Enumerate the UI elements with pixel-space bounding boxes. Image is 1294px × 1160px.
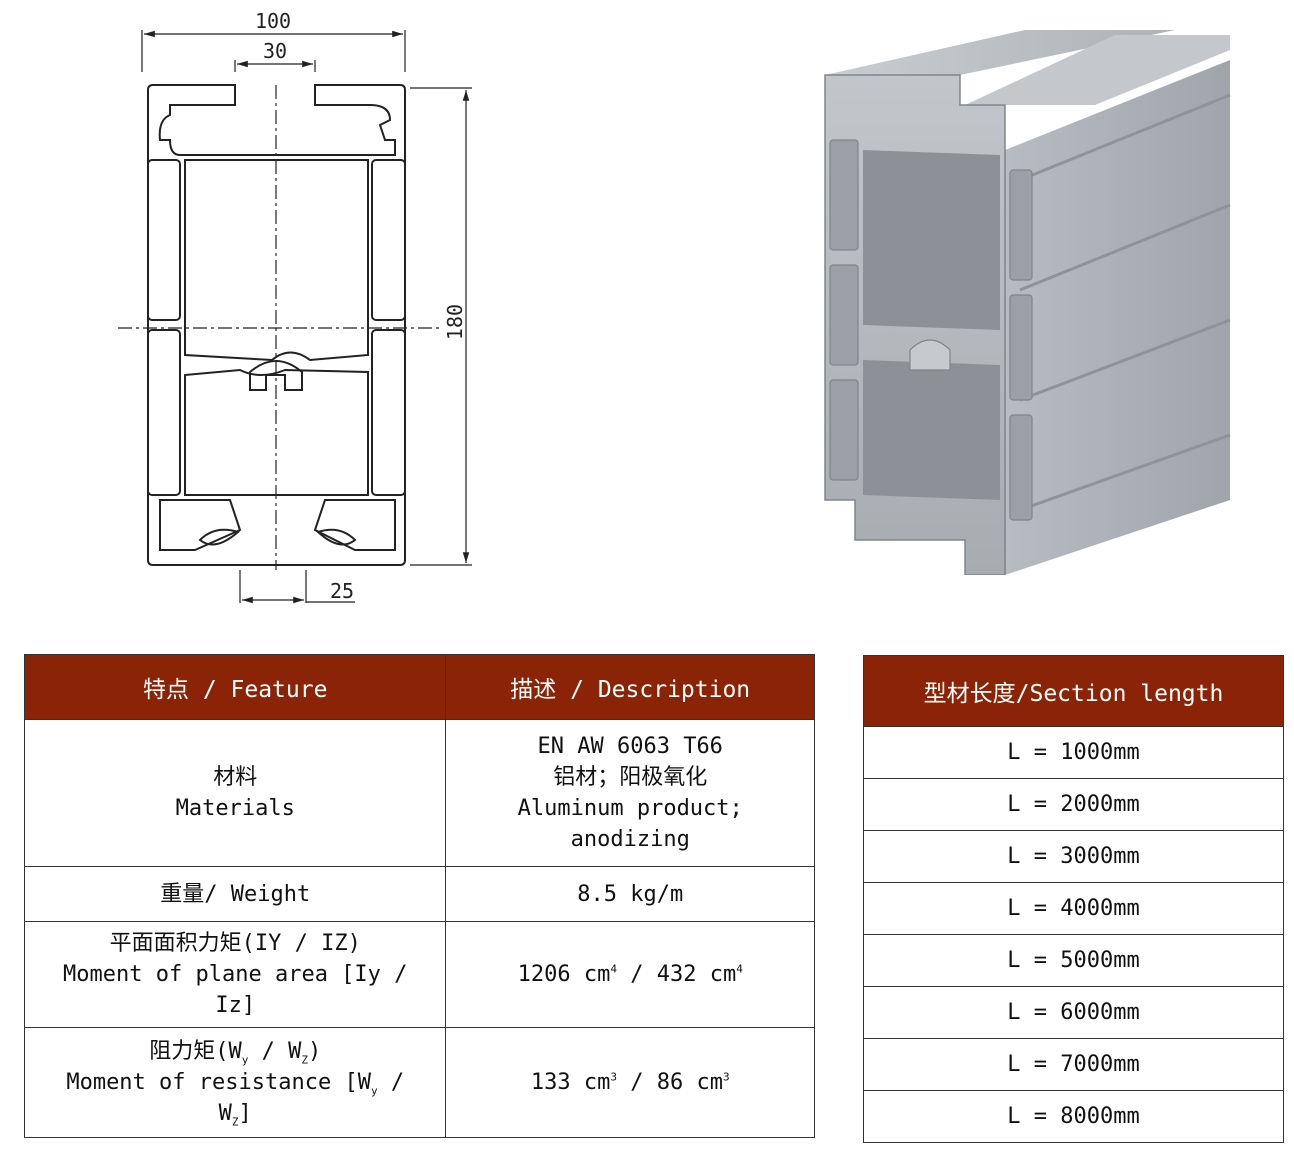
table-row: L = 7000mm (863, 1038, 1284, 1091)
table-row: 阻力矩(Wy / WZ) Moment of resistance [Wy / … (23, 1027, 815, 1138)
unit: cm (583, 962, 611, 987)
table-row: 重量/ Weight 8.5 kg/m (23, 866, 815, 922)
length-cell: L = 5000mm (863, 934, 1284, 987)
table-row: 平面面积力矩(IY / IZ) Moment of plane area [Iy… (23, 921, 815, 1028)
dim-overall-width: 100 (255, 9, 291, 33)
description-text: Aluminum product; (517, 796, 743, 821)
feature-header: 特点 / Feature (23, 654, 447, 720)
description-cell: EN AW 6063 T66 铝材；阳极氧化 Aluminum product;… (445, 719, 815, 867)
dim-height: 180 (443, 304, 467, 340)
y-subscript: y (241, 1053, 249, 1067)
table-row: L = 3000mm (863, 830, 1284, 883)
unit: cm (709, 962, 737, 987)
y-subscript: y (370, 1084, 378, 1098)
spec-table: 特点 / Feature 描述 / Description 材料 Materia… (23, 654, 815, 1138)
z-subscript: Z (231, 1115, 239, 1129)
description-cell: 8.5 kg/m (445, 866, 815, 922)
section-length-header: 型材长度/Section length (863, 655, 1284, 727)
length-cell: L = 4000mm (863, 882, 1284, 935)
feature-cell: 材料 Materials (23, 719, 447, 867)
iy-value: 1206 (517, 962, 571, 987)
profile-cross-section-drawing: 100 30 180 25 (118, 9, 472, 604)
table-row: L = 4000mm (863, 882, 1284, 935)
feature-text: Moment of plane area [Iy / (63, 962, 408, 987)
wy-value: 133 (530, 1070, 571, 1095)
feature-en-text: Moment of resistance (66, 1070, 332, 1095)
unit-exponent: 3 (722, 1070, 730, 1084)
w-symbol: W (218, 1101, 232, 1126)
dim-bottom-offset: 25 (330, 579, 354, 603)
unit: cm (583, 1070, 611, 1095)
table-row: L = 5000mm (863, 934, 1284, 987)
dim-slot-width: 30 (263, 39, 287, 63)
section-length-table: 型材长度/Section length L = 1000mm L = 2000m… (863, 655, 1284, 1143)
feature-text: Iz] (215, 993, 256, 1018)
description-cell: 1206 cm4 / 432 cm4 (445, 921, 815, 1028)
length-cell: L = 6000mm (863, 986, 1284, 1039)
feature-text: 平面面积力矩(IY / IZ) (109, 931, 361, 956)
description-text: EN AW 6063 T66 (537, 734, 723, 759)
feature-cell: 重量/ Weight (23, 866, 447, 922)
profile-3d-render (824, 30, 1231, 575)
length-table-header: 型材长度/Section length (863, 655, 1284, 727)
table-row: L = 8000mm (863, 1090, 1284, 1143)
length-cell: L = 8000mm (863, 1090, 1284, 1143)
feature-text: 重量/ Weight (160, 881, 311, 907)
w-symbol: W (228, 1039, 242, 1064)
spec-table-header: 特点 / Feature 描述 / Description (23, 654, 815, 720)
length-cell: L = 3000mm (863, 830, 1284, 883)
length-cell: L = 7000mm (863, 1038, 1284, 1091)
table-row: L = 6000mm (863, 986, 1284, 1039)
unit: cm (696, 1070, 723, 1095)
unit-exponent: 4 (736, 962, 743, 976)
feature-cell: 平面面积力矩(IY / IZ) Moment of plane area [Iy… (23, 921, 447, 1028)
table-row: 材料 Materials EN AW 6063 T66 铝材；阳极氧化 Alum… (23, 719, 815, 867)
unit-exponent: 3 (610, 1070, 617, 1084)
description-text: 8.5 kg/m (577, 881, 684, 907)
description-cell: 133 cm3 / 86 cm3 (445, 1027, 815, 1138)
w-symbol: W (357, 1070, 371, 1095)
length-cell: L = 2000mm (863, 778, 1284, 831)
feature-text: Materials (175, 796, 295, 821)
wz-value: 86 (656, 1070, 684, 1095)
unit-exponent: 4 (610, 962, 617, 976)
description-header: 描述 / Description (445, 654, 815, 720)
iz-value: 432 (656, 962, 697, 987)
feature-cn-text: 阻力矩 (149, 1039, 216, 1064)
table-row: L = 1000mm (863, 726, 1284, 779)
feature-text: 材料 (213, 765, 258, 790)
table-row: L = 2000mm (863, 778, 1284, 831)
length-cell: L = 1000mm (863, 726, 1284, 779)
w-symbol: W (288, 1039, 302, 1064)
z-subscript: Z (301, 1053, 308, 1067)
description-text: anodizing (570, 827, 690, 852)
feature-cell: 阻力矩(Wy / WZ) Moment of resistance [Wy / … (23, 1027, 447, 1138)
description-text: 铝材；阳极氧化 (553, 765, 708, 790)
